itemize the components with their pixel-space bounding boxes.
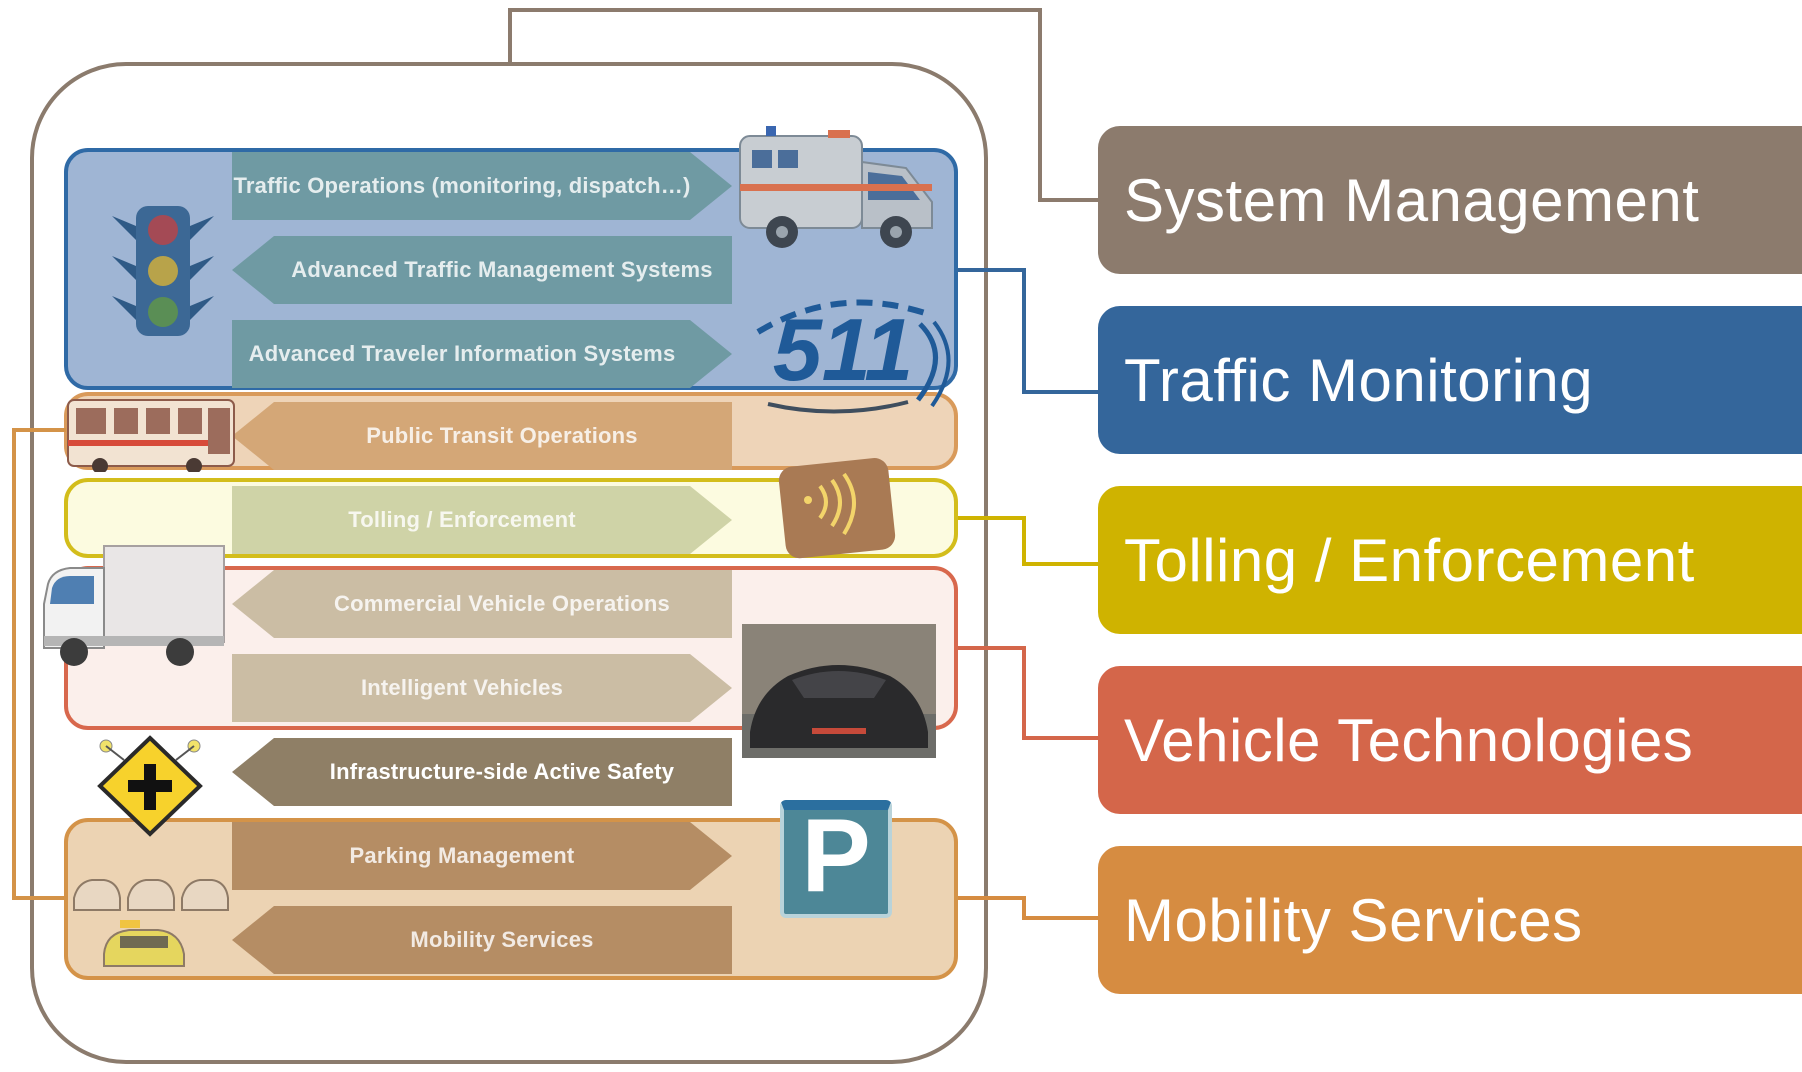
band-mobility: Mobility Services bbox=[232, 906, 732, 974]
category-mobility-services: Mobility Services bbox=[1098, 846, 1802, 994]
toll-tag-icon bbox=[778, 457, 896, 559]
category-tolling-enforcement: Tolling / Enforcement bbox=[1098, 486, 1802, 634]
connector-system-management bbox=[508, 8, 1098, 202]
band-parking: Parking Management bbox=[232, 822, 732, 890]
parking-sign-icon: P bbox=[780, 800, 892, 918]
car-icon bbox=[742, 624, 936, 758]
connector-tolling bbox=[958, 516, 1098, 566]
band-traffic-operations: Traffic Operations (monitoring, dispatch… bbox=[232, 152, 732, 220]
category-system-management: System Management bbox=[1098, 126, 1802, 274]
category-vehicle-technologies: Vehicle Technologies bbox=[1098, 666, 1802, 814]
connector-transit-mobility bbox=[12, 428, 66, 900]
traffic-light-icon bbox=[112, 206, 214, 336]
band-active-safety: Infrastructure-side Active Safety bbox=[232, 738, 732, 806]
category-traffic-monitoring: Traffic Monitoring bbox=[1098, 306, 1802, 454]
connector-mobility bbox=[958, 896, 1098, 920]
taxi-icon bbox=[73, 879, 229, 967]
band-commercial-vehicle: Commercial Vehicle Operations bbox=[232, 570, 732, 638]
truck-icon bbox=[43, 545, 225, 666]
ambulance-icon bbox=[739, 126, 933, 248]
band-intelligent-vehicles: Intelligent Vehicles bbox=[232, 654, 732, 722]
band-atms: Advanced Traffic Management Systems bbox=[232, 236, 732, 304]
band-public-transit: Public Transit Operations bbox=[232, 402, 732, 470]
bus-icon bbox=[67, 399, 235, 472]
system-management-container bbox=[30, 62, 988, 1064]
info-511-arc-icon bbox=[756, 299, 951, 414]
connector-vehicle-technologies bbox=[958, 646, 1098, 740]
band-atis: Advanced Traveler Information Systems bbox=[232, 320, 732, 388]
band-tolling: Tolling / Enforcement bbox=[232, 486, 732, 554]
connector-traffic-monitoring bbox=[958, 268, 1098, 394]
info-511-label: 511 bbox=[772, 300, 914, 399]
warning-sign-icon bbox=[97, 735, 203, 837]
